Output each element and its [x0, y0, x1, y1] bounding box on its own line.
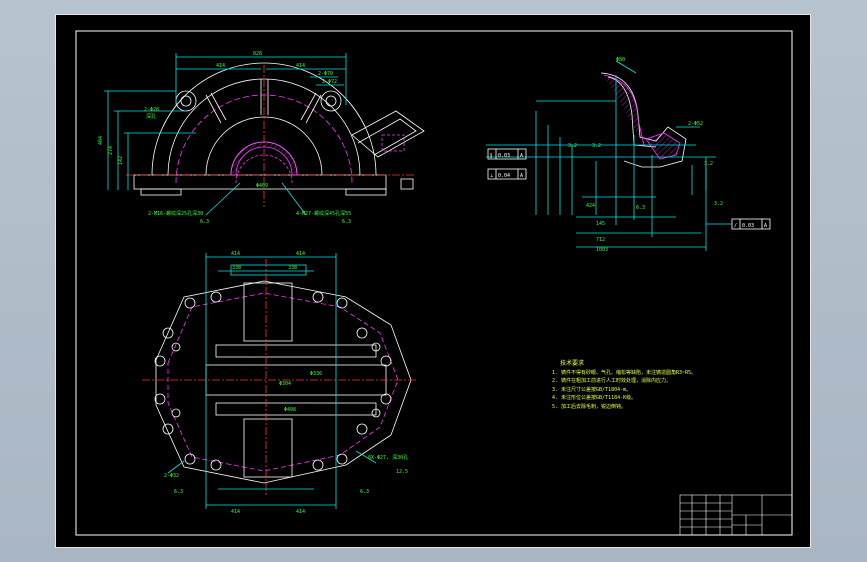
top-hole-label: 2-Φ28 — [144, 107, 159, 113]
tol-frame-2-value: 0.04 — [498, 173, 510, 179]
top-callout-left: 2-M16-螺纹深25孔深30 — [148, 210, 203, 217]
tol-frame-3-value: 0.03 — [742, 223, 754, 229]
title-block — [679, 494, 793, 536]
tol-frame-2-symbol: ⊥ — [490, 173, 493, 179]
section-dim-2phi52: 2-Φ52 — [688, 121, 703, 127]
technical-notes: 技术要求 1. 铸件不得有砂眼、气孔、缩松等缺陷，未注铸造圆角R3~R5。 2.… — [552, 360, 696, 411]
tol-frame-1-value: 0.03 — [498, 153, 510, 159]
section-dim-712: 712 — [596, 237, 605, 243]
plan-dim-338-right: 338 — [288, 265, 297, 271]
plan-roughness-right: 12.5 — [396, 469, 408, 475]
tol-frame-2-datum: A — [520, 173, 523, 179]
plan-roughness-left: 6.3 — [174, 489, 183, 495]
top-height-404: 404 — [98, 136, 104, 145]
section-roughness-4: 3.2 — [704, 161, 713, 167]
tol-frame-3-datum: A — [764, 223, 767, 229]
top-roughness-left: 6.3 — [200, 219, 209, 225]
plan-dim-phi304: Φ304 — [279, 381, 291, 387]
plan-dim-phi408: Φ408 — [284, 407, 296, 413]
tol-frame-1-datum: A — [520, 153, 523, 159]
top-dim-414-right: 414 — [296, 63, 305, 69]
section-view-labels: Φ80 2-Φ52 424 145 712 1003 ∥ 0.03 A ⊥ 0.… — [490, 57, 767, 253]
plan-view — [142, 253, 416, 509]
top-roughness-right: 6.3 — [342, 219, 351, 225]
tol-frame-1-symbol: ∥ — [490, 153, 493, 159]
top-dim-414-left: 414 — [216, 63, 225, 69]
section-roughness-5: 3.2 — [714, 201, 723, 207]
plan-callout-left: 2-Φ32 — [164, 473, 179, 479]
top-hole-note: 深孔 — [146, 113, 156, 120]
tol-frame-3-symbol: / — [734, 223, 737, 229]
plan-dim-338-left: 338 — [232, 265, 241, 271]
top-height-142: 142 — [118, 156, 124, 165]
plan-dim-top-right: 414 — [296, 251, 305, 257]
plan-dim-bottom-right: 414 — [296, 509, 305, 515]
top-view — [104, 53, 425, 216]
top-view-labels: 828 414 414 2-Φ70 2-Φ72 2-Φ28 深孔 404 274… — [98, 51, 351, 225]
top-dim-phi70: 2-Φ70 — [318, 71, 333, 77]
drawing-sheet: 828 414 414 2-Φ70 2-Φ72 2-Φ28 深孔 404 274… — [55, 14, 811, 548]
note-1: 1. 铸件不得有砂眼、气孔、缩松等缺陷，未注铸造圆角R3~R5。 — [552, 369, 697, 376]
inner-frame — [75, 30, 793, 536]
section-roughness-2: 3.2 — [592, 143, 601, 149]
section-dim-1003: 1003 — [596, 247, 608, 253]
section-dim-phi80: Φ80 — [616, 57, 625, 63]
plan-dim-phi336: Φ336 — [310, 371, 322, 377]
section-view — [486, 60, 771, 251]
top-height-274: 274 — [108, 146, 114, 155]
note-5: 5. 加工后去除毛刺，锐边倒钝。 — [552, 403, 627, 410]
plan-dim-top-left: 414 — [231, 251, 240, 257]
top-dim-828: 828 — [253, 51, 262, 57]
note-3: 3. 未注尺寸公差按GB/T1804-m。 — [552, 386, 632, 393]
top-dim-phi72: 2-Φ72 — [322, 79, 337, 85]
section-roughness-3: 6.3 — [636, 205, 645, 211]
top-callout-right: 4-M27-螺纹深45孔深55 — [296, 210, 351, 217]
plan-callout-right: 8X-Φ27, 深30孔 — [368, 454, 408, 461]
plan-view-labels: 414 414 338 338 414 414 Φ304 Φ336 Φ408 2… — [164, 251, 408, 515]
notes-title: 技术要求 — [560, 360, 585, 367]
section-roughness-1: 3.2 — [568, 143, 577, 149]
note-2: 2. 铸件在粗加工前进行人工时效处理，消除内应力。 — [552, 378, 672, 384]
plan-dim-bottom-left: 414 — [231, 509, 240, 515]
section-dim-145: 145 — [596, 221, 605, 227]
drawing-canvas: 828 414 414 2-Φ70 2-Φ72 2-Φ28 深孔 404 274… — [75, 30, 793, 536]
section-dim-424: 424 — [586, 203, 595, 209]
plan-roughness-mid: 6.3 — [360, 489, 369, 495]
top-bore-dim: Φ409 — [256, 183, 268, 189]
note-4: 4. 未注形位公差按GB/T1184-K级。 — [552, 395, 637, 401]
